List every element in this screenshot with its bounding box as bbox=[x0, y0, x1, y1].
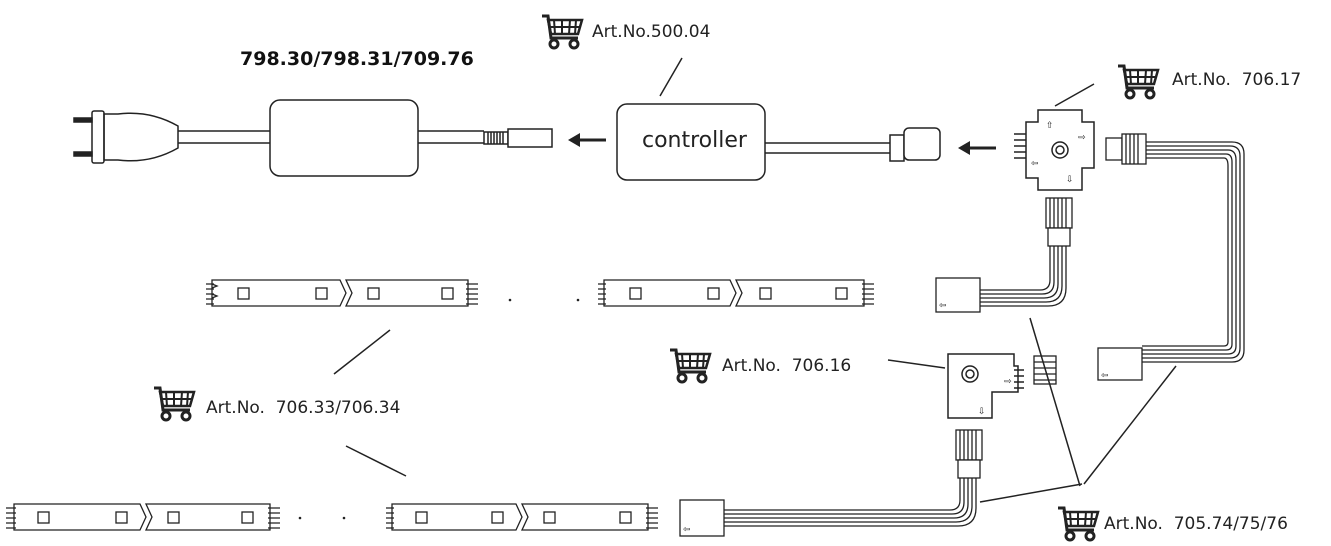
svg-text:⇦: ⇦ bbox=[683, 525, 691, 535]
leader-line bbox=[659, 57, 683, 97]
svg-text:⇩: ⇩ bbox=[1066, 175, 1074, 185]
power-supply-label: 798.30/798.31/709.76 bbox=[240, 48, 474, 70]
svg-text:⇧: ⇧ bbox=[1046, 121, 1054, 131]
svg-text:⇨: ⇨ bbox=[1004, 377, 1012, 387]
controller-article-number[interactable]: Art.No.500.04 bbox=[592, 22, 711, 42]
controller-box bbox=[616, 103, 941, 181]
cable-article-number[interactable]: Art.No. 705.74/75/76 bbox=[1104, 514, 1288, 534]
arrow-left-icon bbox=[958, 141, 996, 155]
shopping-cart-icon[interactable] bbox=[1116, 64, 1160, 100]
shopping-cart-icon[interactable] bbox=[152, 386, 196, 422]
shopping-cart-icon[interactable] bbox=[668, 348, 712, 384]
ellipsis-dot bbox=[342, 516, 346, 520]
ellipsis-dot bbox=[576, 298, 580, 302]
ellipsis-dot bbox=[508, 298, 512, 302]
power-supply-box bbox=[269, 99, 553, 177]
power-plug bbox=[73, 110, 270, 164]
cable-leader-lines bbox=[979, 317, 1177, 503]
leader-line bbox=[1054, 83, 1095, 107]
shopping-cart-icon[interactable] bbox=[540, 14, 584, 50]
cable-right: ⇦ bbox=[1097, 133, 1245, 381]
controller-label: controller bbox=[642, 128, 747, 153]
arrow-left-icon bbox=[568, 133, 606, 147]
svg-text:⇦: ⇦ bbox=[1101, 371, 1109, 381]
led-strip-lower-left bbox=[6, 503, 280, 531]
svg-text:⇦: ⇦ bbox=[1031, 159, 1039, 169]
corner-connector-article-number[interactable]: Art.No. 706.16 bbox=[722, 356, 852, 376]
corner-connector: ⇨ ⇩ bbox=[947, 353, 1024, 419]
svg-text:⇨: ⇨ bbox=[1078, 133, 1086, 143]
svg-text:⇩: ⇩ bbox=[978, 407, 986, 417]
cable-lower: ⇦ bbox=[679, 429, 983, 537]
led-strip-upper-right bbox=[598, 279, 874, 307]
leader-line bbox=[887, 359, 946, 369]
cross-connector: ⇧ ⇨ ⇩ ⇦ bbox=[1014, 109, 1095, 191]
ellipsis-dot bbox=[298, 516, 302, 520]
led-strip-upper-left bbox=[206, 279, 478, 307]
shopping-cart-icon[interactable] bbox=[1056, 506, 1100, 542]
leader-line bbox=[333, 329, 391, 375]
cross-connector-article-number[interactable]: Art.No. 706.17 bbox=[1172, 70, 1302, 90]
leader-line bbox=[345, 445, 407, 477]
led-strip-lower-right bbox=[386, 503, 658, 531]
cable-down: ⇦ bbox=[935, 197, 1073, 313]
strip-article-number[interactable]: Art.No. 706.33/706.34 bbox=[206, 398, 401, 418]
svg-text:⇦: ⇦ bbox=[939, 301, 947, 311]
